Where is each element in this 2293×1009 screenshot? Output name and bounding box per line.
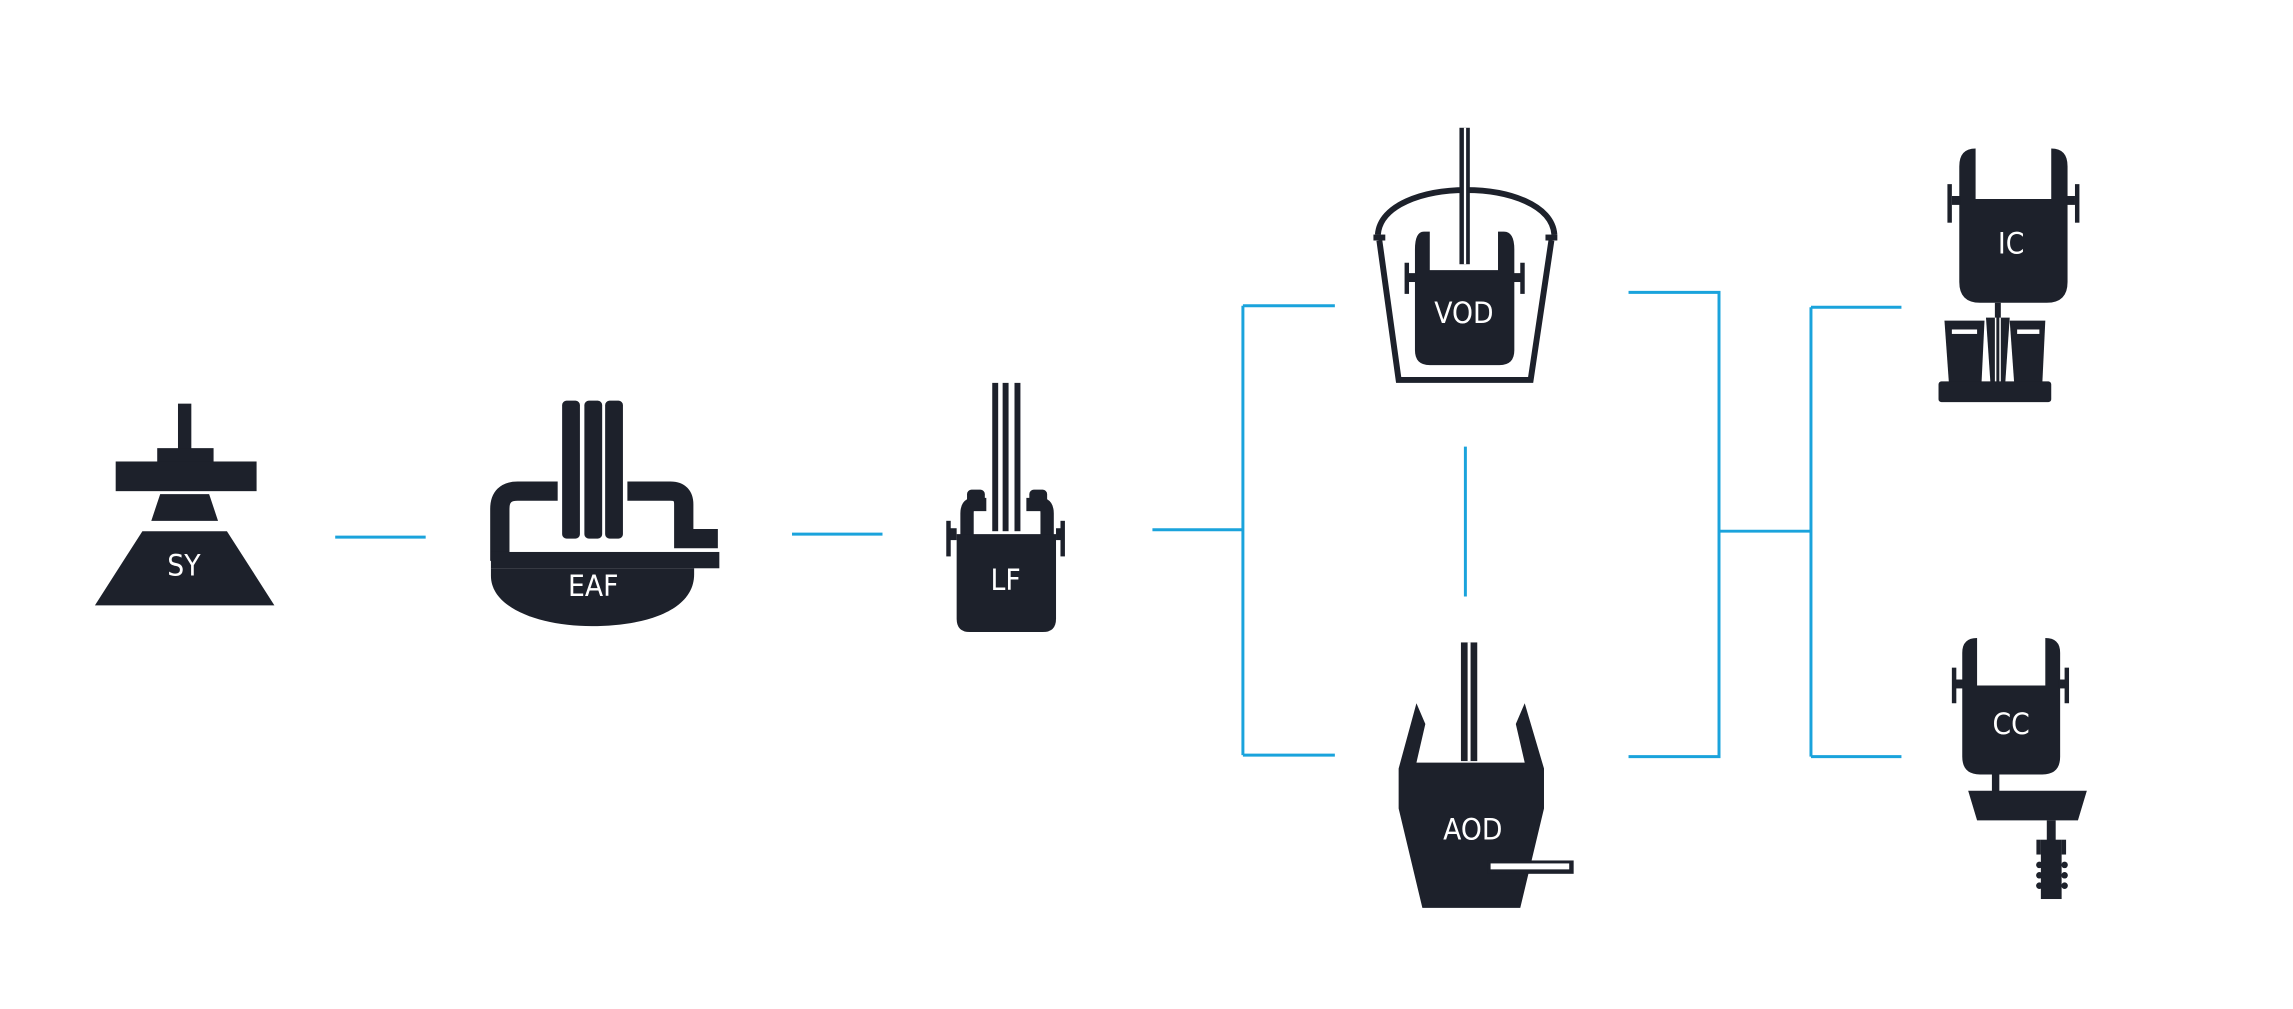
node-aod: AOD: [1398, 642, 1574, 908]
node-sy: SY: [94, 403, 275, 606]
connector-lf-branch: [1152, 304, 1335, 757]
connector-caster-branch: [1809, 305, 1902, 759]
node-eaf: EAF: [490, 400, 720, 627]
node-label-eaf: EAF: [568, 568, 618, 603]
scrap-yard-icon: [94, 403, 275, 606]
ladle-furnace-icon: [946, 382, 1065, 633]
argon-oxygen-decarburization-icon: [1398, 642, 1574, 908]
connector-converter-merge: [1628, 290, 1811, 759]
node-cc: CC: [1951, 637, 2087, 900]
node-ic: IC: [1938, 148, 2080, 403]
node-label-lf: LF: [990, 562, 1020, 597]
node-label-cc: CC: [1993, 706, 2030, 741]
node-label-vod: VOD: [1434, 295, 1493, 330]
node-label-aod: AOD: [1443, 811, 1502, 846]
node-vod: VOD: [1373, 127, 1558, 383]
node-label-ic: IC: [1998, 225, 2024, 260]
connectors: [335, 290, 1902, 759]
vacuum-oxygen-decarburization-icon: [1373, 127, 1558, 383]
ingot-casting-icon: [1938, 148, 2080, 403]
electric-arc-furnace-icon: [490, 400, 720, 627]
node-lf: LF: [946, 382, 1065, 633]
node-label-sy: SY: [167, 547, 201, 582]
continuous-casting-icon: [1951, 637, 2087, 900]
